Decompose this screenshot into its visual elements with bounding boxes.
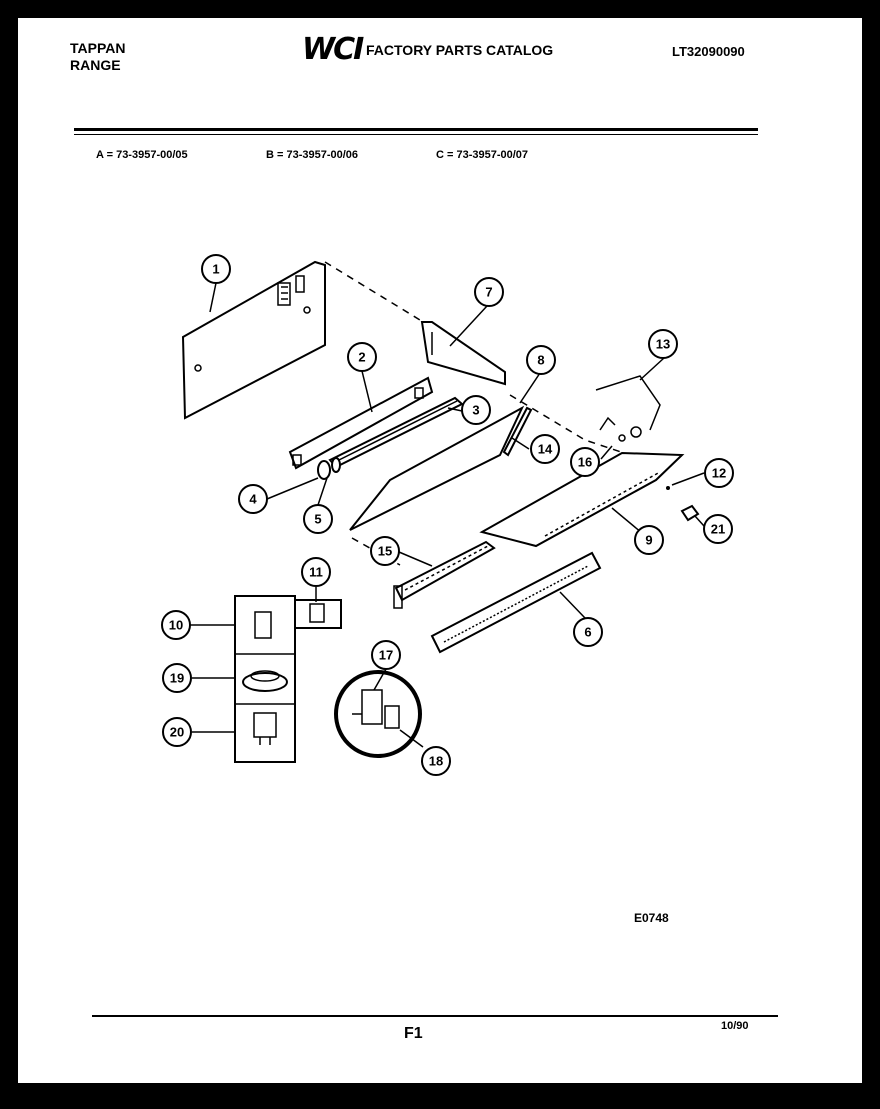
wci-logo: WCI bbox=[302, 32, 364, 67]
header-rule-thick bbox=[74, 128, 758, 131]
svg-text:18: 18 bbox=[429, 754, 443, 769]
callout-17: 17 bbox=[371, 640, 401, 670]
callout-21: 21 bbox=[703, 514, 733, 544]
svg-text:21: 21 bbox=[711, 522, 725, 537]
part-nut bbox=[331, 457, 341, 473]
svg-text:20: 20 bbox=[170, 725, 184, 740]
part-bracket bbox=[420, 321, 506, 386]
part-component-box bbox=[234, 595, 296, 763]
callout-3: 3 bbox=[461, 395, 491, 425]
callout-9: 9 bbox=[634, 525, 664, 555]
model-b: B = 73-3957-00/06 bbox=[266, 149, 359, 161]
model-c: C = 73-3957-00/07 bbox=[436, 149, 529, 161]
svg-text:11: 11 bbox=[309, 565, 323, 580]
svg-text:5: 5 bbox=[314, 512, 321, 527]
page-number: F1 bbox=[404, 1025, 423, 1042]
catalog-number: LT32090090 bbox=[672, 44, 745, 59]
part-burner bbox=[430, 551, 602, 654]
part-back-panel bbox=[181, 260, 326, 420]
callout-16: 16 bbox=[570, 447, 600, 477]
part-lower-rail bbox=[393, 540, 496, 609]
callout-4: 4 bbox=[238, 484, 268, 514]
svg-text:15: 15 bbox=[378, 544, 392, 559]
callout-7: 7 bbox=[474, 277, 504, 307]
part-ignitor-detail bbox=[334, 670, 422, 758]
brand-block: TAPPAN RANGE bbox=[70, 40, 125, 74]
part-rail bbox=[288, 376, 434, 470]
svg-text:3: 3 bbox=[472, 403, 479, 418]
callout-2: 2 bbox=[347, 342, 377, 372]
svg-text:1: 1 bbox=[212, 262, 219, 277]
svg-text:7: 7 bbox=[485, 285, 492, 300]
part-strip bbox=[502, 406, 533, 457]
svg-text:12: 12 bbox=[712, 466, 726, 481]
callout-13: 13 bbox=[648, 329, 678, 359]
svg-text:14: 14 bbox=[538, 442, 553, 457]
catalog-title: FACTORY PARTS CATALOG bbox=[366, 42, 554, 58]
callout-8: 8 bbox=[526, 345, 556, 375]
alignment-line bbox=[324, 261, 421, 321]
alignment-line bbox=[509, 394, 631, 456]
drawing-code: E0748 bbox=[634, 911, 669, 925]
callout-6: 6 bbox=[573, 617, 603, 647]
product-type: RANGE bbox=[70, 57, 121, 73]
model-a: A = 73-3957-00/05 bbox=[96, 149, 188, 161]
svg-text:10: 10 bbox=[169, 618, 183, 633]
svg-text:6: 6 bbox=[584, 625, 591, 640]
footer-rule bbox=[92, 1015, 778, 1017]
part-shield bbox=[349, 405, 525, 531]
callout-18: 18 bbox=[421, 746, 451, 776]
callout-11: 11 bbox=[301, 557, 331, 587]
part-switch bbox=[294, 599, 342, 629]
callout-12: 12 bbox=[704, 458, 734, 488]
svg-text:2: 2 bbox=[358, 350, 365, 365]
svg-text:19: 19 bbox=[170, 671, 184, 686]
svg-text:13: 13 bbox=[656, 337, 670, 352]
part-screw bbox=[666, 486, 670, 490]
catalog-sheet bbox=[18, 18, 862, 1083]
part-fitting bbox=[317, 460, 331, 480]
callout-15: 15 bbox=[370, 536, 400, 566]
callout-5: 5 bbox=[303, 504, 333, 534]
callout-19: 19 bbox=[162, 663, 192, 693]
svg-text:9: 9 bbox=[645, 533, 652, 548]
svg-text:8: 8 bbox=[537, 353, 544, 368]
svg-text:4: 4 bbox=[249, 492, 257, 507]
catalog-date: 10/90 bbox=[721, 1020, 749, 1032]
svg-text:16: 16 bbox=[578, 455, 592, 470]
part-wire-harness bbox=[595, 375, 661, 442]
svg-text:17: 17 bbox=[379, 648, 393, 663]
callout-14: 14 bbox=[530, 434, 560, 464]
callout-10: 10 bbox=[161, 610, 191, 640]
part-clip bbox=[680, 504, 700, 522]
header-rule-thin bbox=[74, 134, 758, 135]
callout-1: 1 bbox=[201, 254, 231, 284]
callout-20: 20 bbox=[162, 717, 192, 747]
brand-name: TAPPAN bbox=[70, 40, 126, 56]
